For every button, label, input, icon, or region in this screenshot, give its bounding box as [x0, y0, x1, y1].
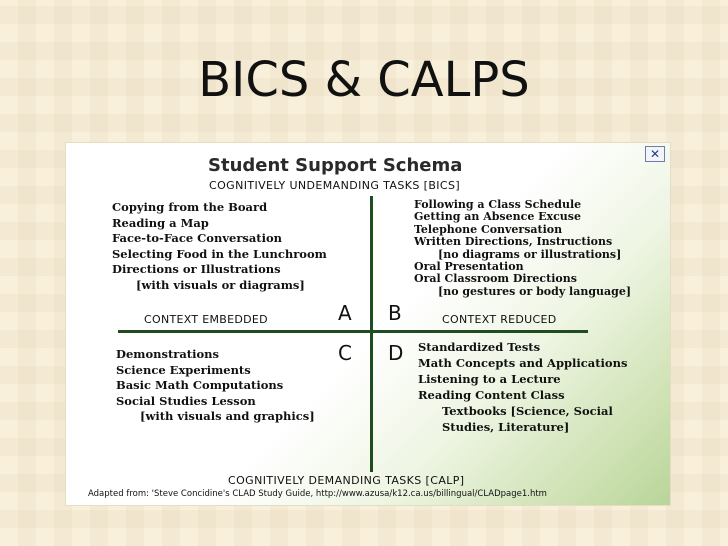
context-embedded-label: CONTEXT EMBEDDED — [144, 313, 268, 326]
list-item: Textbooks [Science, Social — [442, 404, 613, 418]
quadrant-b-list: Following a Class Schedule Getting an Ab… — [414, 198, 632, 298]
list-item: Science Experiments — [116, 362, 251, 377]
list-item: Basic Math Computations — [116, 378, 284, 392]
list-item: Following a Class Schedule — [414, 198, 582, 211]
calp-caption: COGNITIVELY DEMANDING TASKS [CALP] — [228, 474, 465, 487]
list-item: Written Directions, Instructions — [414, 235, 613, 249]
schema-figure: ✕ Student Support Schema COGNITIVELY UND… — [66, 143, 670, 505]
list-item: Face-to-Face Conversation — [112, 231, 283, 245]
list-item: Social Studies Lesson — [116, 393, 256, 408]
vertical-axis — [370, 196, 373, 472]
horizontal-axis — [118, 330, 588, 333]
list-item: [no diagrams or illustrations] — [438, 247, 622, 261]
list-item: Oral Classroom Directions — [414, 272, 577, 286]
quadrant-c-letter: C — [338, 341, 352, 365]
quadrant-b-letter: B — [388, 301, 402, 325]
bics-caption: COGNITIVELY UNDEMANDING TASKS [BICS] — [209, 179, 461, 192]
context-reduced-label: CONTEXT REDUCED — [442, 313, 557, 326]
source-citation: Adapted from: 'Steve Concidine's CLAD St… — [88, 489, 547, 499]
list-item: [no gestures or body language] — [438, 284, 632, 298]
slide-title: BICS & CALPS — [198, 52, 530, 108]
list-item: Telephone Conversation — [414, 222, 563, 236]
list-item: Copying from the Board — [112, 200, 268, 214]
list-item: Listening to a Lecture — [418, 372, 561, 386]
list-item: Studies, Literature] — [442, 420, 570, 434]
quadrant-d-letter: D — [388, 341, 404, 365]
list-item: Oral Presentation — [414, 260, 524, 274]
schema-title: Student Support Schema — [208, 155, 463, 176]
list-item: Standardized Tests — [418, 340, 541, 354]
quadrant-c-list: Demonstrations Science Experiments Basic… — [116, 347, 315, 425]
list-item: [with visuals or diagrams] — [136, 277, 305, 292]
list-item: Math Concepts and Applications — [418, 356, 628, 370]
list-item: Directions or Illustrations — [112, 262, 281, 276]
quadrant-d-list: Standardized Tests Math Concepts and App… — [418, 339, 627, 435]
list-item: Getting an Absence Excuse — [414, 210, 581, 224]
list-item: Reading Content Class — [418, 388, 565, 402]
quadrant-a-letter: A — [338, 301, 352, 325]
list-item: Reading a Map — [112, 215, 209, 230]
close-icon[interactable]: ✕ — [645, 146, 665, 162]
quadrant-a-list: Copying from the Board Reading a Map Fac… — [112, 200, 327, 293]
list-item: Demonstrations — [116, 347, 219, 361]
list-item: [with visuals and graphics] — [140, 409, 315, 423]
list-item: Selecting Food in the Lunchroom — [112, 246, 327, 261]
